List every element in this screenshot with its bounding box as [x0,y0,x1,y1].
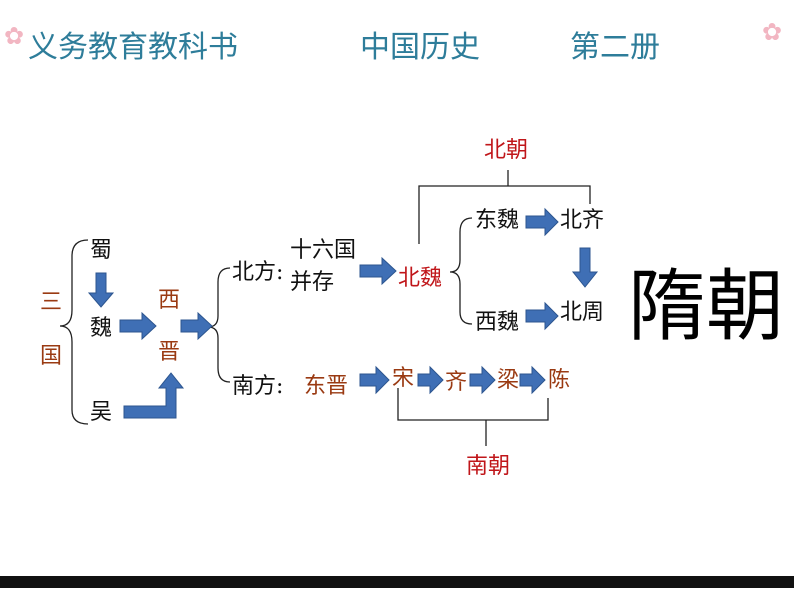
label-guo: 国 [40,344,63,369]
western-jin-jin: 晋 [158,340,181,365]
arrow-liang-to-chen [519,365,546,395]
qi: 齐 [445,370,468,395]
brace-three-kingdoms [59,239,89,425]
arrow-western-wei-to-northern-zhou [525,301,559,331]
northern-zhou: 北周 [560,300,605,325]
arrow-wei-to-jin [119,311,157,341]
sui-dynasty: 隋朝 [628,262,785,352]
brace-northern-wei [449,217,473,325]
bracket-northern-dynasties [418,185,591,244]
eastern-wei: 东魏 [475,208,520,233]
arrow-northern-qi-to-northern-zhou [571,247,599,288]
south-label: 南方: [232,374,284,399]
song: 宋 [392,366,415,391]
header-series: 义务教育教科书 [28,30,238,65]
northern-dynasties-label: 北朝 [484,138,529,163]
header-subject: 中国历史 [360,30,480,65]
southern-dynasties-label: 南朝 [466,454,511,479]
bracket-southern-dynasties [397,388,549,421]
northern-wei: 北魏 [398,266,443,291]
arrow-song-to-qi [417,365,444,395]
chen: 陈 [548,368,571,393]
north-label: 北方: [232,260,284,285]
bottom-bar [0,576,794,588]
northern-qi: 北齐 [560,208,605,233]
liang: 梁 [497,368,520,393]
label-san: 三 [40,290,63,315]
arrow-wu-to-jin [123,372,185,419]
arrow-qi-to-liang [469,365,496,395]
arrow-eastern-jin-to-song [359,365,390,395]
western-jin-xi: 西 [158,288,181,313]
kingdom-wei: 魏 [90,316,113,341]
arrow-shu-to-wei [87,272,115,308]
sixteen-kingdoms-line2: 并存 [290,270,335,295]
arrow-jin-to-split [180,311,213,341]
arrow-sixteen-to-northern-wei [359,256,397,286]
western-wei: 西魏 [475,310,520,335]
flower-right-icon: ✿ [762,18,783,46]
flower-left-icon: ✿ [4,22,25,50]
kingdom-wu: 吴 [90,400,113,425]
arrow-eastern-wei-to-northern-qi [525,207,559,237]
header-volume: 第二册 [570,30,660,65]
sixteen-kingdoms-line1: 十六国 [290,238,357,263]
eastern-jin: 东晋 [304,374,349,399]
kingdom-shu: 蜀 [90,238,113,263]
